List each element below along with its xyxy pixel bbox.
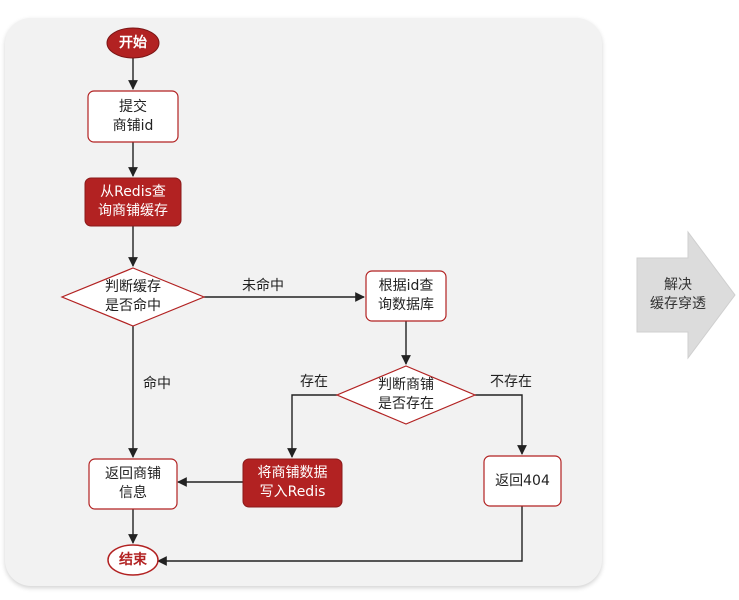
check-cache-node-label: 判断缓存 是否命中 xyxy=(105,279,161,314)
submit-node-label: 提交 商铺id xyxy=(112,98,154,134)
submit-node-shape xyxy=(87,90,179,143)
edge-label-not-exists: 不存在 xyxy=(490,374,532,390)
end-node-label: 结束 xyxy=(119,551,147,568)
end-node-shape xyxy=(107,544,159,576)
return-404-node-label: 返回404 xyxy=(495,472,550,489)
edge-label-hit: 命中 xyxy=(143,376,171,392)
query-redis-node-shape xyxy=(84,177,182,227)
edge-exists xyxy=(287,394,337,458)
edge-404-end xyxy=(157,506,523,566)
return-404-node-shape xyxy=(483,455,562,507)
check-shop-node-label: 判断商铺 是否存在 xyxy=(378,377,434,412)
check-cache-node-shape xyxy=(60,267,206,327)
start-node-label: 开始 xyxy=(119,34,147,51)
write-redis-node-label: 将商铺数据 写入Redis xyxy=(257,465,328,500)
start-node-shape xyxy=(106,27,160,59)
return-shop-node-shape xyxy=(88,458,178,510)
check-shop-node-shape xyxy=(335,365,477,425)
query-redis-node-label: 从Redis查 询商铺缓存 xyxy=(98,184,168,219)
return-shop-node-label: 返回商铺 信息 xyxy=(105,466,161,501)
write-redis-node-shape xyxy=(242,458,343,508)
edge-label-exists: 存在 xyxy=(300,374,328,390)
query-db-node-label: 根据id查 询数据库 xyxy=(378,278,434,313)
edge-not-exists xyxy=(475,394,527,455)
side-arrow-label: 解决 缓存穿透 xyxy=(650,277,706,312)
edge-label-miss: 未命中 xyxy=(242,278,284,294)
query-db-node-shape xyxy=(365,270,447,322)
side-arrow-shape xyxy=(636,230,736,360)
